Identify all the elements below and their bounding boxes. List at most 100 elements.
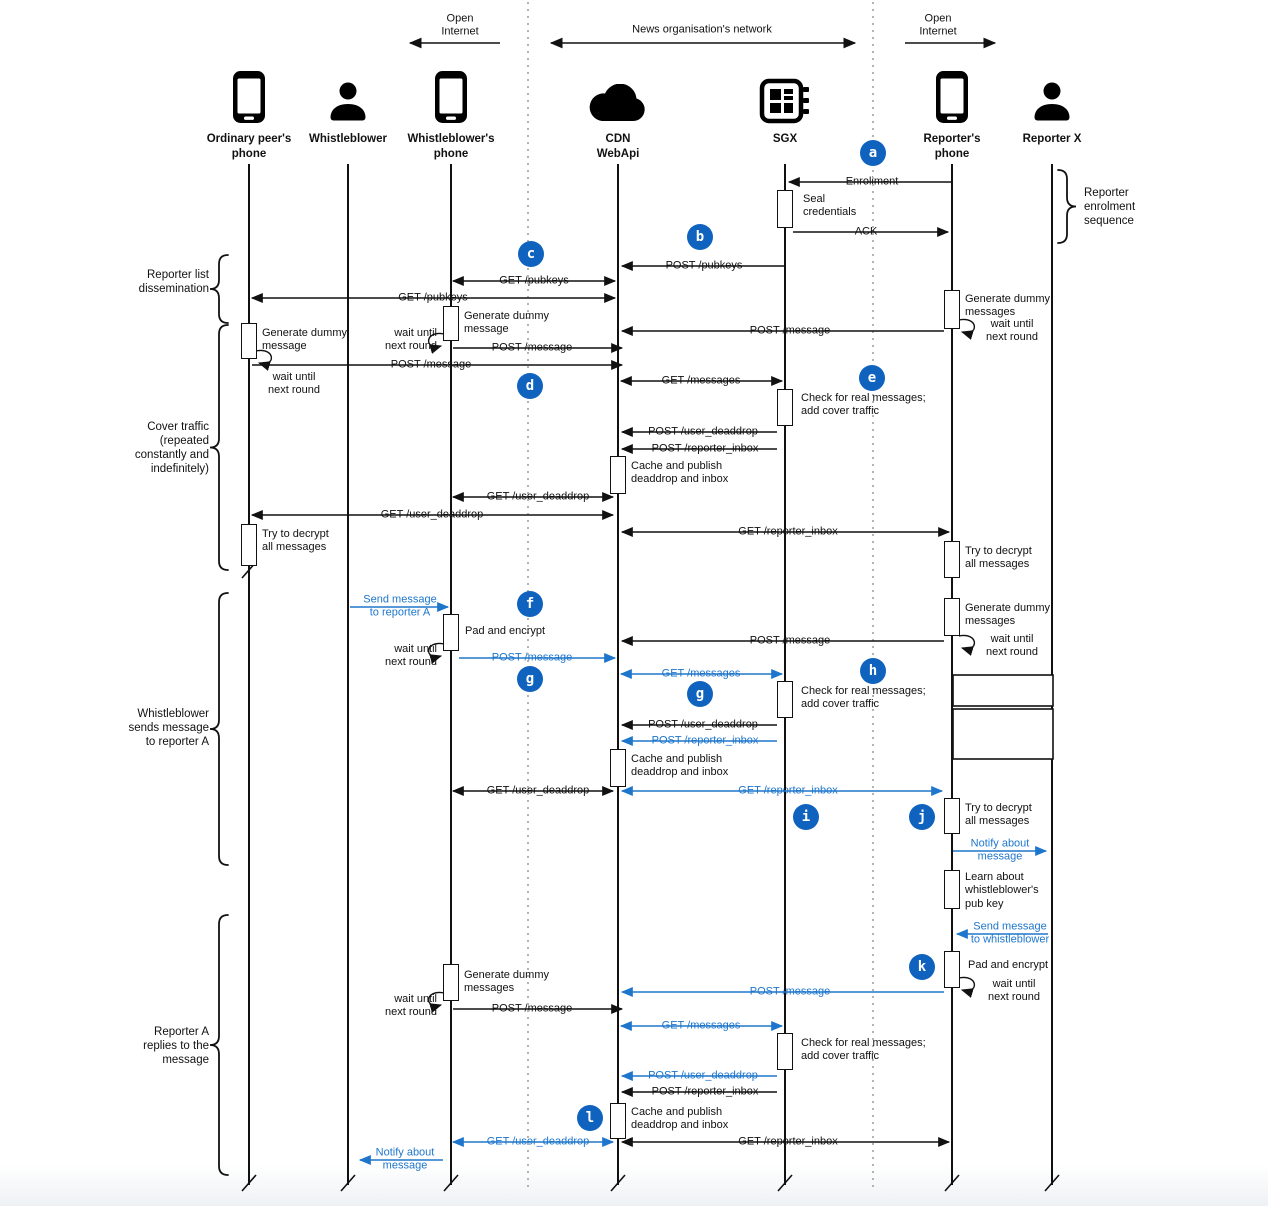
section-label: Reporter enrolment sequence bbox=[1084, 186, 1136, 228]
self-loop-arrow bbox=[427, 642, 445, 664]
message-label: Send message to reporter A bbox=[363, 593, 437, 619]
actor-label-whistleblowers-phone: Whistleblower's phone bbox=[407, 133, 495, 160]
step-badge: h bbox=[860, 658, 886, 684]
person-icon bbox=[325, 80, 371, 129]
section-brace bbox=[209, 592, 229, 866]
activation-bar bbox=[443, 614, 459, 651]
activation-label: Cache and publish deaddrop and inbox bbox=[631, 753, 729, 779]
wait-label: wait until next round bbox=[986, 318, 1038, 344]
frame-box bbox=[952, 708, 1054, 760]
activation-label: Try to decrypt all messages bbox=[965, 545, 1032, 571]
message-label: Notify about message bbox=[970, 837, 1030, 863]
actor-label-ordinary-peers-phone: Ordinary peer's phone bbox=[206, 133, 292, 160]
activation-label: Cache and publish deaddrop and inbox bbox=[631, 1106, 729, 1132]
activation-bar bbox=[944, 541, 960, 578]
section-brace bbox=[209, 324, 229, 571]
step-badge: j bbox=[909, 804, 935, 830]
activation-label: Generate dummy messages bbox=[965, 602, 1050, 628]
phone-icon bbox=[232, 70, 266, 129]
lifeline-end-mark bbox=[443, 1174, 459, 1192]
step-badge: a bbox=[860, 140, 886, 166]
section-label: Cover traffic (repeated constantly and i… bbox=[134, 420, 209, 476]
activation-bar bbox=[944, 951, 960, 988]
activation-label: Generate dummy messages bbox=[464, 969, 549, 995]
step-badge: i bbox=[793, 804, 819, 830]
message-label: POST /pubkeys bbox=[662, 259, 746, 273]
activation-label: Check for real messages; add cover traff… bbox=[801, 1037, 926, 1063]
step-badge: c bbox=[518, 241, 544, 267]
message-label: POST /message bbox=[488, 651, 576, 665]
step-badge: k bbox=[909, 954, 935, 980]
lifeline-end-mark bbox=[610, 1174, 626, 1192]
actor-label-sgx: SGX bbox=[772, 133, 798, 145]
activation-bar bbox=[241, 524, 257, 566]
step-badge: b bbox=[687, 224, 713, 250]
section-brace bbox=[209, 914, 229, 1176]
lifeline-end-mark bbox=[1044, 1174, 1060, 1192]
activation-label: Pad and encrypt bbox=[465, 625, 546, 637]
message-label: POST /user_deaddrop bbox=[645, 1069, 761, 1083]
self-loop-arrow bbox=[427, 991, 445, 1013]
person-icon bbox=[330, 82, 366, 121]
step-badge: e bbox=[859, 365, 885, 391]
activation-label: Pad and encrypt bbox=[968, 959, 1049, 971]
activation-bar bbox=[777, 1033, 793, 1070]
lifeline-end-mark bbox=[777, 1174, 793, 1192]
message-label: Send message to whistleblower bbox=[970, 920, 1050, 946]
cloud-icon bbox=[587, 83, 649, 129]
activation-label: Generate dummy message bbox=[464, 310, 549, 336]
phone-icon bbox=[435, 71, 467, 123]
section-label: Whistleblower sends message to reporter … bbox=[128, 707, 209, 749]
activation-label: Check for real messages; add cover traff… bbox=[801, 685, 926, 711]
step-badge: g bbox=[517, 666, 543, 692]
section-brace bbox=[209, 254, 229, 324]
self-loop-arrow bbox=[255, 349, 273, 371]
activation-bar bbox=[944, 870, 960, 909]
activation-bar bbox=[944, 798, 960, 834]
self-loop-arrow bbox=[427, 332, 445, 354]
zone-label: News organisation's network bbox=[632, 23, 772, 36]
actor-label-whistleblower: Whistleblower bbox=[309, 133, 387, 145]
zone-label: Open Internet bbox=[441, 12, 479, 38]
chip-icon bbox=[759, 78, 809, 124]
phone-icon bbox=[434, 70, 468, 129]
activation-label: Generate dummy message bbox=[262, 327, 347, 353]
section-label: Reporter A replies to the message bbox=[143, 1025, 209, 1067]
activation-bar bbox=[443, 306, 459, 341]
activation-label: Try to decrypt all messages bbox=[262, 528, 329, 554]
zone-label: Open Internet bbox=[919, 12, 957, 38]
activation-label: Seal credentials bbox=[803, 193, 857, 219]
message-label: POST /reporter_inbox bbox=[648, 1085, 762, 1099]
activation-bar bbox=[777, 389, 793, 426]
lifeline-end-mark bbox=[944, 1174, 960, 1192]
activation-bar bbox=[241, 323, 257, 359]
lifeline-end-mark bbox=[241, 1174, 257, 1192]
wait-label: wait until next round bbox=[986, 633, 1038, 659]
activation-bar bbox=[443, 964, 459, 1001]
wait-label: wait until next round bbox=[988, 978, 1040, 1004]
activation-bar bbox=[944, 598, 960, 636]
activation-bar bbox=[610, 456, 626, 494]
step-badge: l bbox=[577, 1105, 603, 1131]
person-icon bbox=[1034, 82, 1070, 121]
actor-label-reporter-x: Reporter X bbox=[1022, 133, 1082, 145]
activation-label: Generate dummy messages bbox=[965, 293, 1050, 319]
step-badge: g bbox=[687, 681, 713, 707]
activation-bar bbox=[777, 190, 793, 228]
phone-icon bbox=[936, 71, 968, 123]
lifeline-end-mark bbox=[340, 1174, 356, 1192]
phone-icon bbox=[935, 70, 969, 129]
frame-box bbox=[952, 674, 1054, 707]
activation-label: Check for real messages; add cover traff… bbox=[801, 392, 926, 418]
section-brace bbox=[1057, 169, 1077, 244]
self-loop-arrow bbox=[958, 976, 976, 998]
actor-label-cdn-webapi: CDN WebApi bbox=[596, 133, 640, 160]
activation-bar bbox=[944, 290, 960, 329]
step-badge: f bbox=[517, 591, 543, 617]
activation-bar bbox=[610, 1103, 626, 1139]
activation-label: Try to decrypt all messages bbox=[965, 802, 1032, 828]
step-badge: d bbox=[517, 373, 543, 399]
self-loop-arrow bbox=[958, 318, 976, 340]
